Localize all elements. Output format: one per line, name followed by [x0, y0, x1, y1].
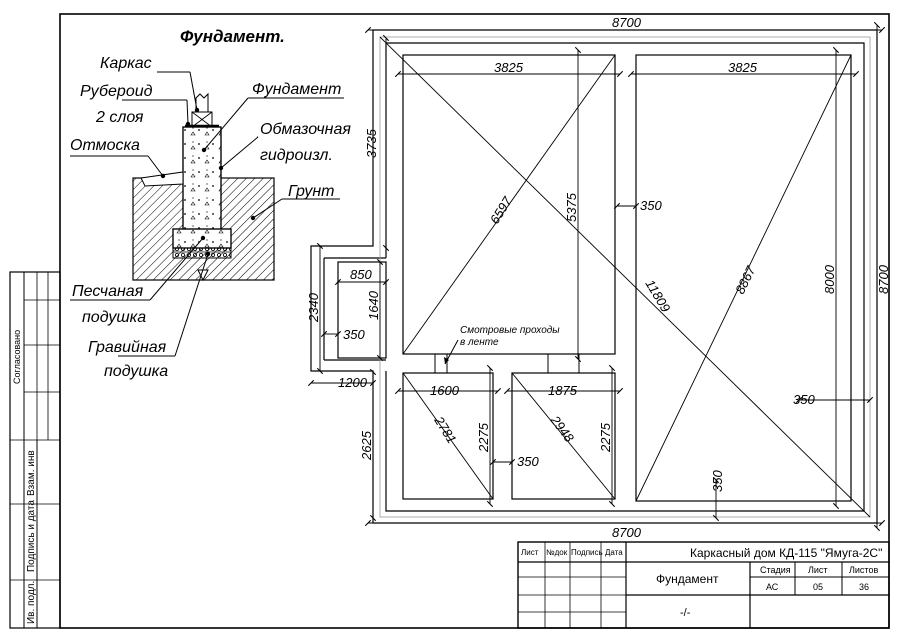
label-pesch-1: Песчаная	[72, 283, 144, 300]
label-grunt: Грунт	[288, 183, 335, 200]
dim-wall-350-mid: 350	[640, 198, 662, 213]
note-line-2: в ленте	[460, 337, 499, 348]
label-ruberoid: Рубероид	[80, 83, 153, 100]
stamp-podpis-data: Подпись и дата	[26, 500, 37, 572]
dim-right-side-total: 8700	[876, 264, 891, 294]
blind-area	[140, 171, 184, 187]
label-fundament: Фундамент	[252, 81, 341, 98]
cell-right	[635, 54, 852, 502]
tb-sheet-name: Фундамент	[656, 572, 719, 586]
dim-right-room-w: 3825	[728, 60, 758, 75]
dim-wall-350-small: 350	[517, 454, 539, 469]
dim-h-2275a: 2275	[476, 422, 491, 453]
tb-stage: АС	[766, 582, 779, 592]
dim-top-total: 8700	[612, 15, 642, 30]
label-grav-1: Гравийная	[88, 339, 167, 356]
label-pesch-2: подушка	[82, 309, 146, 326]
dim-room-1600: 1600	[430, 383, 460, 398]
dim-inner-8000: 8000	[822, 264, 837, 294]
label-obmaz-1: Обмазочная	[260, 121, 351, 138]
tb-sheet-label: Лист	[808, 565, 828, 575]
dim-h-2275b: 2275	[598, 422, 613, 453]
dim-left-side-top: 3735	[364, 128, 379, 158]
dim-diag-11809: 11809	[642, 277, 673, 315]
tb-sheets: 36	[859, 582, 869, 592]
foundation-plan: 8700 8700 3825 3825 850 350 1200 1600 18…	[306, 15, 891, 540]
tb-stage-label: Стадия	[760, 565, 791, 575]
foundation-section: Фундамент.	[70, 27, 351, 380]
stamp-inv-podl: Ив. подл.	[26, 581, 37, 624]
tb-header-list: Лист	[521, 548, 539, 557]
stamp-soglasovano: Согласовано	[12, 330, 22, 384]
dim-diag-2948: 2948	[547, 412, 577, 446]
dim-diag-6597: 6597	[487, 193, 515, 226]
title-block: Лист №док Подпись Дата Каркасный дом КД-…	[517, 541, 890, 629]
porch-cell	[337, 261, 387, 359]
tb-header-ndok: №док	[546, 548, 568, 557]
stamp-vzam-inv: Взам. инв	[26, 450, 37, 496]
tb-sheet: 05	[813, 582, 823, 592]
gravel-layer	[172, 247, 232, 259]
dim-wall-350-left: 350	[343, 327, 365, 342]
tb-project: Каркасный дом КД-115 "Ямуга-2С"	[690, 546, 882, 560]
label-otmoska: Отмоска	[70, 137, 140, 154]
dim-wall-350-right: 350	[793, 392, 815, 407]
tb-header-data: Дата	[605, 548, 623, 557]
dim-bottom-total: 8700	[612, 525, 642, 540]
dim-porch-1200: 1200	[338, 375, 368, 390]
tb-dash: -/-	[680, 607, 691, 619]
tb-header-podpis: Подпись	[571, 548, 603, 557]
dim-porch-1640: 1640	[366, 290, 381, 320]
dim-wall-350-bottom: 350	[710, 470, 725, 492]
dim-left-2625: 2625	[359, 430, 374, 461]
label-karkas: Каркас	[100, 55, 152, 72]
label-obmaz-2: гидроизл.	[260, 147, 333, 164]
section-title: Фундамент.	[180, 27, 285, 46]
side-stamp: Согласовано Взам. инв Подпись и дата Ив.…	[9, 271, 61, 629]
label-grav-2: подушка	[104, 363, 168, 380]
tb-sheets-label: Листов	[849, 565, 878, 575]
sheet-frame	[59, 13, 890, 629]
dim-left-room-w: 3825	[494, 60, 524, 75]
dim-inner-5375: 5375	[564, 192, 579, 222]
foundation-wall	[182, 126, 222, 232]
label-ruberoid-layers: 2 слоя	[95, 109, 144, 126]
dim-porch-2340: 2340	[306, 292, 321, 323]
dim-diag-8867: 8867	[732, 263, 758, 296]
dim-porch-850: 850	[350, 267, 372, 282]
strip-outer	[310, 29, 878, 524]
note-line-1: Смотровые проходы	[460, 325, 560, 336]
dim-room-1875: 1875	[548, 383, 578, 398]
